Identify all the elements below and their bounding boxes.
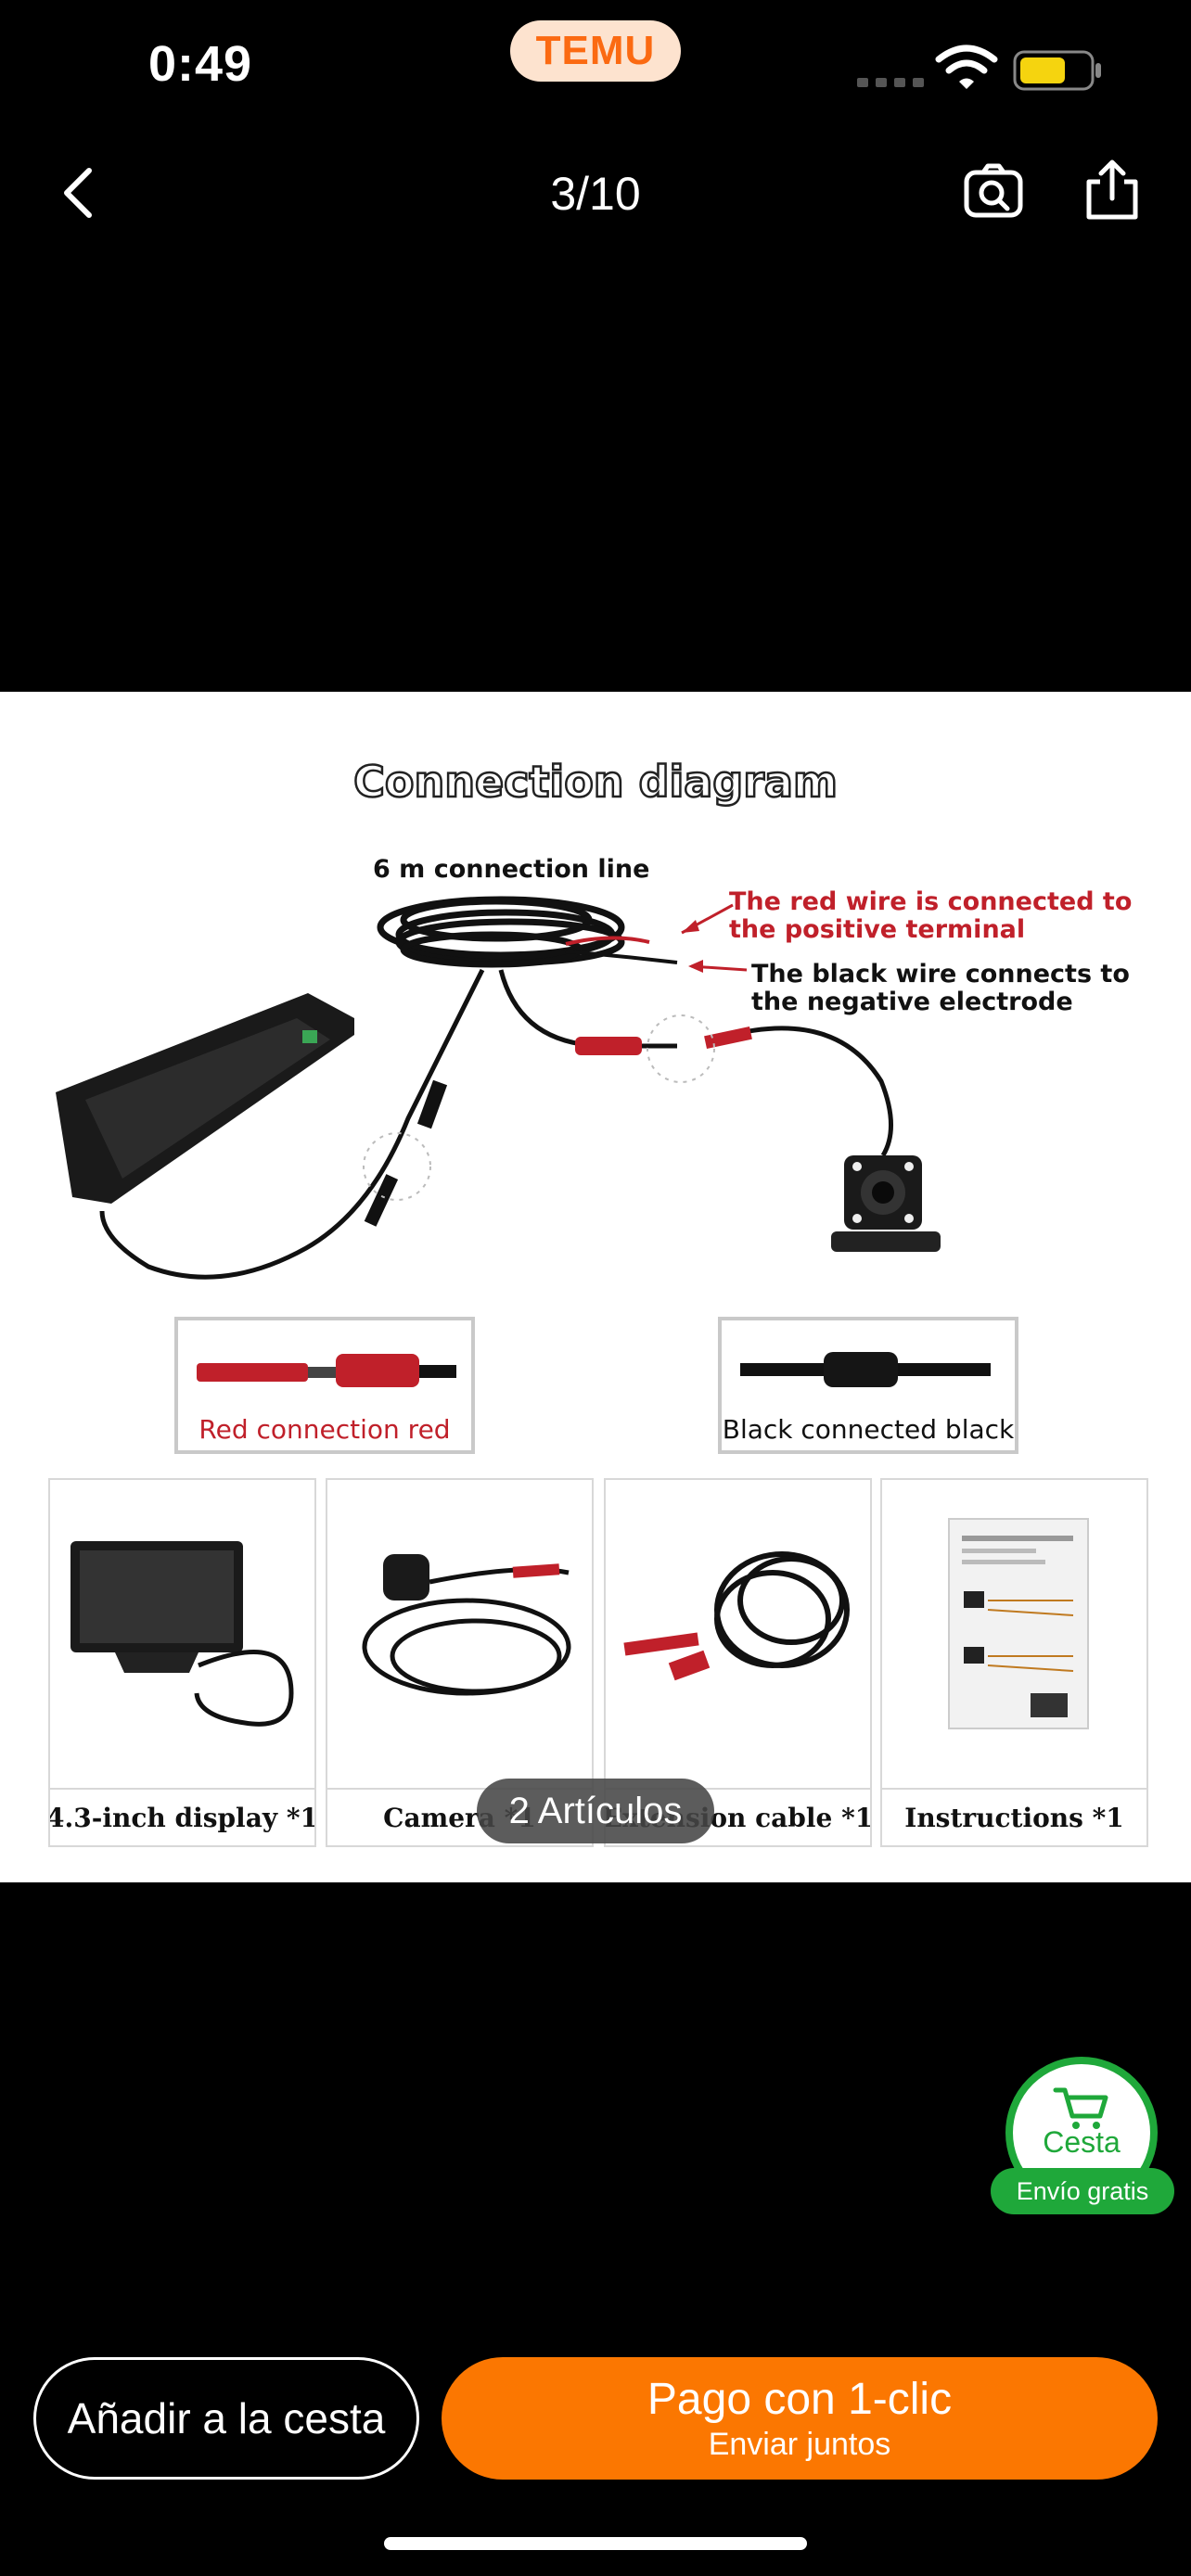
home-indicator[interactable]: [384, 2537, 807, 2550]
black-connector-box: Black connected black: [718, 1317, 1018, 1454]
item-tile-extension-cable: Extension cable *1: [604, 1478, 872, 1847]
add-to-cart-button[interactable]: Añadir a la cesta: [33, 2357, 419, 2480]
connection-line-label: 6 m connection line: [373, 855, 650, 884]
back-chevron-icon[interactable]: [56, 165, 102, 221]
camera-illustration: [831, 1155, 941, 1252]
monitor-illustration: [56, 993, 354, 1204]
black-connector-image: [740, 1352, 991, 1387]
battery-icon: [1013, 50, 1101, 91]
one-click-pay-button[interactable]: Pago con 1-clic Enviar juntos: [442, 2357, 1158, 2480]
red-connector-box: Red connection red: [174, 1317, 475, 1454]
display-image: [70, 1541, 294, 1727]
red-wire-label: The red wire is connected to the positiv…: [729, 887, 1133, 944]
share-icon[interactable]: [1083, 158, 1141, 223]
wifi-icon: [935, 45, 998, 89]
red-connector-caption: Red connection red: [198, 1414, 451, 1445]
item-caption: Instructions *1: [882, 1788, 1146, 1845]
cable-coil-illustration: [377, 896, 625, 968]
connection-diagram-illustration: [56, 896, 941, 1280]
item-tile-instructions: Instructions *1: [880, 1478, 1148, 1847]
black-connector-caption: Black connected black: [722, 1414, 1015, 1445]
articles-count-pill[interactable]: 2 Artículos: [477, 1779, 714, 1843]
diagram-title: Connection diagram: [352, 756, 839, 809]
item-tile-display: 4.3-inch display *1: [48, 1478, 316, 1847]
camera-item-image: [362, 1554, 571, 1696]
free-shipping-badge: Envío gratis: [991, 2168, 1174, 2214]
black-wire-label: The black wire connects to the negative …: [751, 960, 1130, 1016]
pay-main-label: Pago con 1-clic: [647, 2375, 953, 2424]
cellular-signal-icon: [857, 78, 924, 87]
item-tile-camera: Camera *1: [326, 1478, 594, 1847]
temu-badge[interactable]: TEMU: [510, 20, 681, 82]
cart-icon: [1053, 2087, 1108, 2129]
red-connector-image: [197, 1354, 456, 1387]
cart-label: Cesta: [1043, 2125, 1121, 2159]
pay-sub-label: Enviar juntos: [708, 2427, 891, 2462]
instructions-image: [948, 1518, 1089, 1729]
extension-cable-image: [623, 1551, 850, 1681]
camera-search-icon[interactable]: [963, 161, 1024, 223]
status-time: 0:49: [148, 36, 253, 92]
image-counter: 3/10: [550, 168, 641, 220]
item-caption: 4.3-inch display *1: [50, 1788, 314, 1845]
